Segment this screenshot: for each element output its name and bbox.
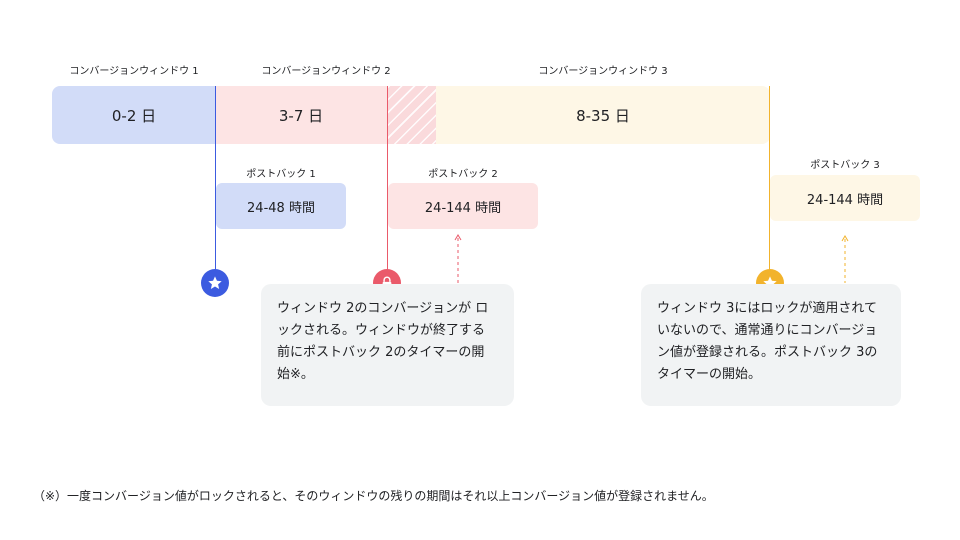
window-1-marker — [201, 269, 229, 297]
window-3-range: 8-35 日 — [576, 106, 630, 125]
window-2-label: コンバージョンウィンドウ 2 — [261, 66, 391, 77]
postback-3-label: ポストバック 3 — [810, 160, 880, 171]
postback-1-range: 24-48 時間 — [247, 200, 315, 216]
postback-3-box: 24-144 時間 — [770, 175, 920, 221]
window-1-range: 0-2 日 — [111, 106, 157, 125]
window-3-end-line — [769, 86, 770, 270]
window-1-end-line — [215, 86, 216, 270]
postback-2-range: 24-144 時間 — [424, 200, 502, 216]
window-3-label: コンバージョンウィンドウ 3 — [538, 66, 668, 77]
window-1-bar: 0-2 日 — [52, 86, 216, 144]
postback-1-box: 24-48 時間 — [216, 183, 346, 229]
window-2-note-text: ウィンドウ 2のコンバージョンが ロックされる。ウィンドウが終了する 前にポスト… — [277, 301, 489, 382]
window-3-note-text: ウィンドウ 3にはロックが適用されて いないので、通常通りにコンバージョ ン値が… — [657, 301, 878, 382]
postback-3-range: 24-144 時間 — [806, 192, 884, 208]
window-2-lock-line — [387, 86, 388, 270]
postback-2-box: 24-144 時間 — [388, 183, 538, 229]
star-icon — [208, 276, 222, 289]
footnote: （※）一度コンバージョン値がロックされると、そのウィンドウの残りの期間はそれ以上… — [33, 489, 714, 503]
postback-1-label: ポストバック 1 — [246, 169, 316, 180]
window-2-locked-area — [388, 86, 436, 144]
window-1-label: コンバージョンウィンドウ 1 — [69, 66, 199, 77]
postback-2-label: ポストバック 2 — [428, 169, 498, 180]
postback-3-arrow — [841, 235, 849, 283]
window-3-bar: 8-35 日 — [436, 86, 770, 144]
window-3-note: ウィンドウ 3にはロックが適用されて いないので、通常通りにコンバージョ ン値が… — [641, 284, 901, 406]
window-2-note: ウィンドウ 2のコンバージョンが ロックされる。ウィンドウが終了する 前にポスト… — [261, 284, 514, 406]
window-2-range: 3-7 日 — [278, 106, 324, 125]
postback-2-arrow — [454, 234, 462, 286]
